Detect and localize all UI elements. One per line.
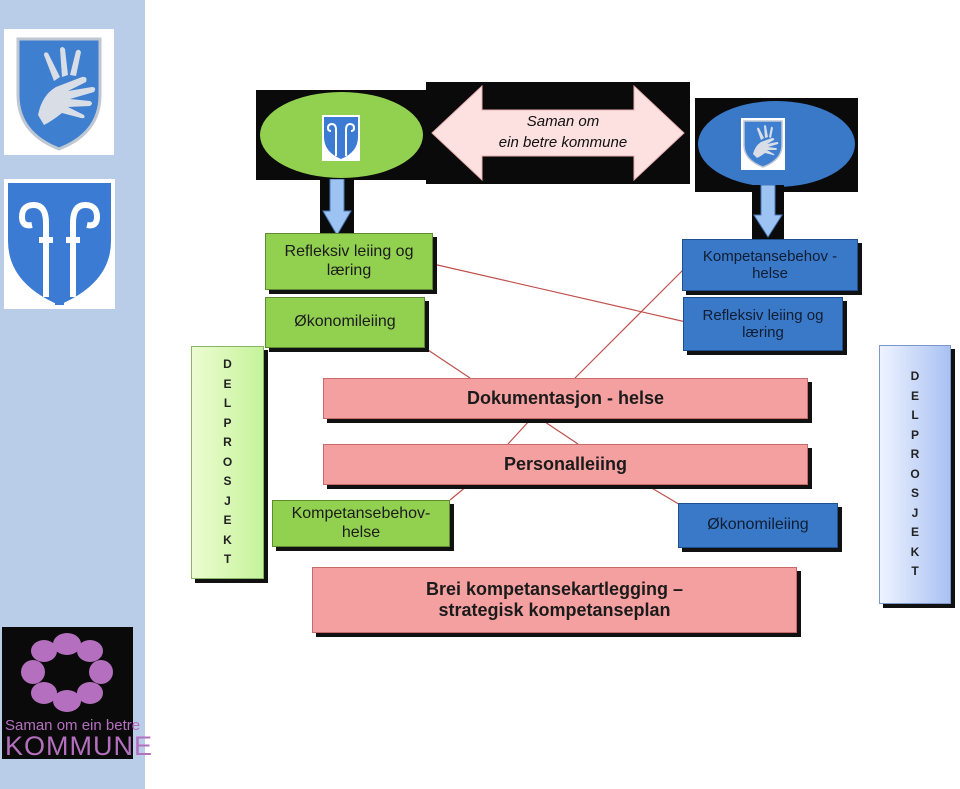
delprosjekt-letter: P <box>223 415 232 430</box>
delprosjekt-letter: E <box>223 376 232 391</box>
right-box-kompetanse: Kompetansebehov - helse <box>682 239 858 291</box>
connector-line <box>449 485 468 501</box>
delprosjekt-letter: K <box>223 532 232 547</box>
delprosjekt-letter: K <box>910 544 920 559</box>
hand-shield-icon <box>4 29 114 155</box>
delprosjekt-letter: O <box>222 454 233 469</box>
crozier-shield-icon <box>322 115 360 161</box>
left-box-refleksiv-label: Refleksiv leiing og læring <box>284 243 414 279</box>
delprosjekt-letter: R <box>223 435 232 450</box>
delprosjekt-letter: E <box>223 513 232 528</box>
double-arrow-icon <box>431 84 685 182</box>
flower-logo-icon <box>21 633 113 712</box>
connector-line <box>424 347 471 379</box>
bar-personalleiing-label: Personalleiing <box>503 454 628 475</box>
bar-personalleiing: Personalleiing <box>323 444 808 485</box>
delprosjekt-right: D E L P R O S J E K T <box>879 345 951 604</box>
crozier-shield-icon <box>4 179 115 309</box>
left-box-okonomi-label: Økonomileiing <box>294 313 396 331</box>
delprosjekt-left: D E L P R O S J E K T <box>191 346 264 579</box>
delprosjekt-letter: T <box>223 552 232 567</box>
right-box-refleksiv: Refleksiv leiing og læring <box>683 297 843 351</box>
connector-line <box>544 421 579 445</box>
left-box-kompetanse: Kompetansebehov-helse <box>272 500 450 547</box>
hand-shield-icon <box>741 118 785 170</box>
logo-kommune: KOMMUNE <box>5 731 153 761</box>
delprosjekt-letter: S <box>223 474 232 489</box>
delprosjekt-letter: T <box>911 564 919 579</box>
bar-kompetansekartlegging-line2: strategisk kompetanseplan <box>438 600 671 620</box>
delprosjekt-letter: D <box>910 369 920 384</box>
banner-line2: ein betre kommune <box>498 134 628 151</box>
right-box-okonomi-label: Økonomileiing <box>707 516 809 534</box>
bar-dokumentasjon: Dokumentasjon - helse <box>323 378 808 419</box>
right-box-okonomi: Økonomileiing <box>678 503 838 548</box>
delprosjekt-letter: J <box>224 493 231 508</box>
connector-line <box>574 267 686 379</box>
delprosjekt-letter: O <box>910 466 920 481</box>
delprosjekt-letter: J <box>911 505 919 520</box>
banner-line1: Saman om <box>526 113 600 130</box>
delprosjekt-letter: E <box>910 525 919 540</box>
delprosjekt-letter: L <box>223 396 232 411</box>
delprosjekt-letter: R <box>910 447 920 462</box>
green-ellipse <box>260 92 423 178</box>
left-box-okonomi: Økonomileiing <box>265 297 425 348</box>
bar-kompetansekartlegging-line1: Brei kompetansekartlegging – <box>425 579 684 600</box>
delprosjekt-letter: P <box>910 427 919 442</box>
bar-kompetansekartlegging: Brei kompetansekartlegging – strategisk … <box>312 567 797 633</box>
banner-text: Saman om ein betre kommune <box>478 111 648 153</box>
left-box-refleksiv: Refleksiv leiing og læring <box>265 233 433 290</box>
connector-line <box>507 419 531 445</box>
delprosjekt-letter: D <box>223 357 232 372</box>
down-arrow-right <box>752 185 784 239</box>
delprosjekt-letter: E <box>910 388 919 403</box>
right-box-kompetanse-label: Kompetansebehov - helse <box>702 247 838 282</box>
left-box-kompetanse-label: Kompetansebehov-helse <box>291 505 431 541</box>
down-arrow-left <box>320 179 354 237</box>
logo-tagline: Saman om ein betre <box>5 717 141 734</box>
right-box-refleksiv-label: Refleksiv leiing og læring <box>702 306 824 341</box>
connector-line <box>432 263 687 323</box>
blue-ellipse <box>698 101 855 187</box>
bar-dokumentasjon-label: Dokumentasjon - helse <box>466 388 665 409</box>
flower-logo: Saman om ein betre KOMMUNE <box>2 627 152 761</box>
delprosjekt-letter: S <box>910 486 919 501</box>
delprosjekt-letter: L <box>911 408 919 423</box>
